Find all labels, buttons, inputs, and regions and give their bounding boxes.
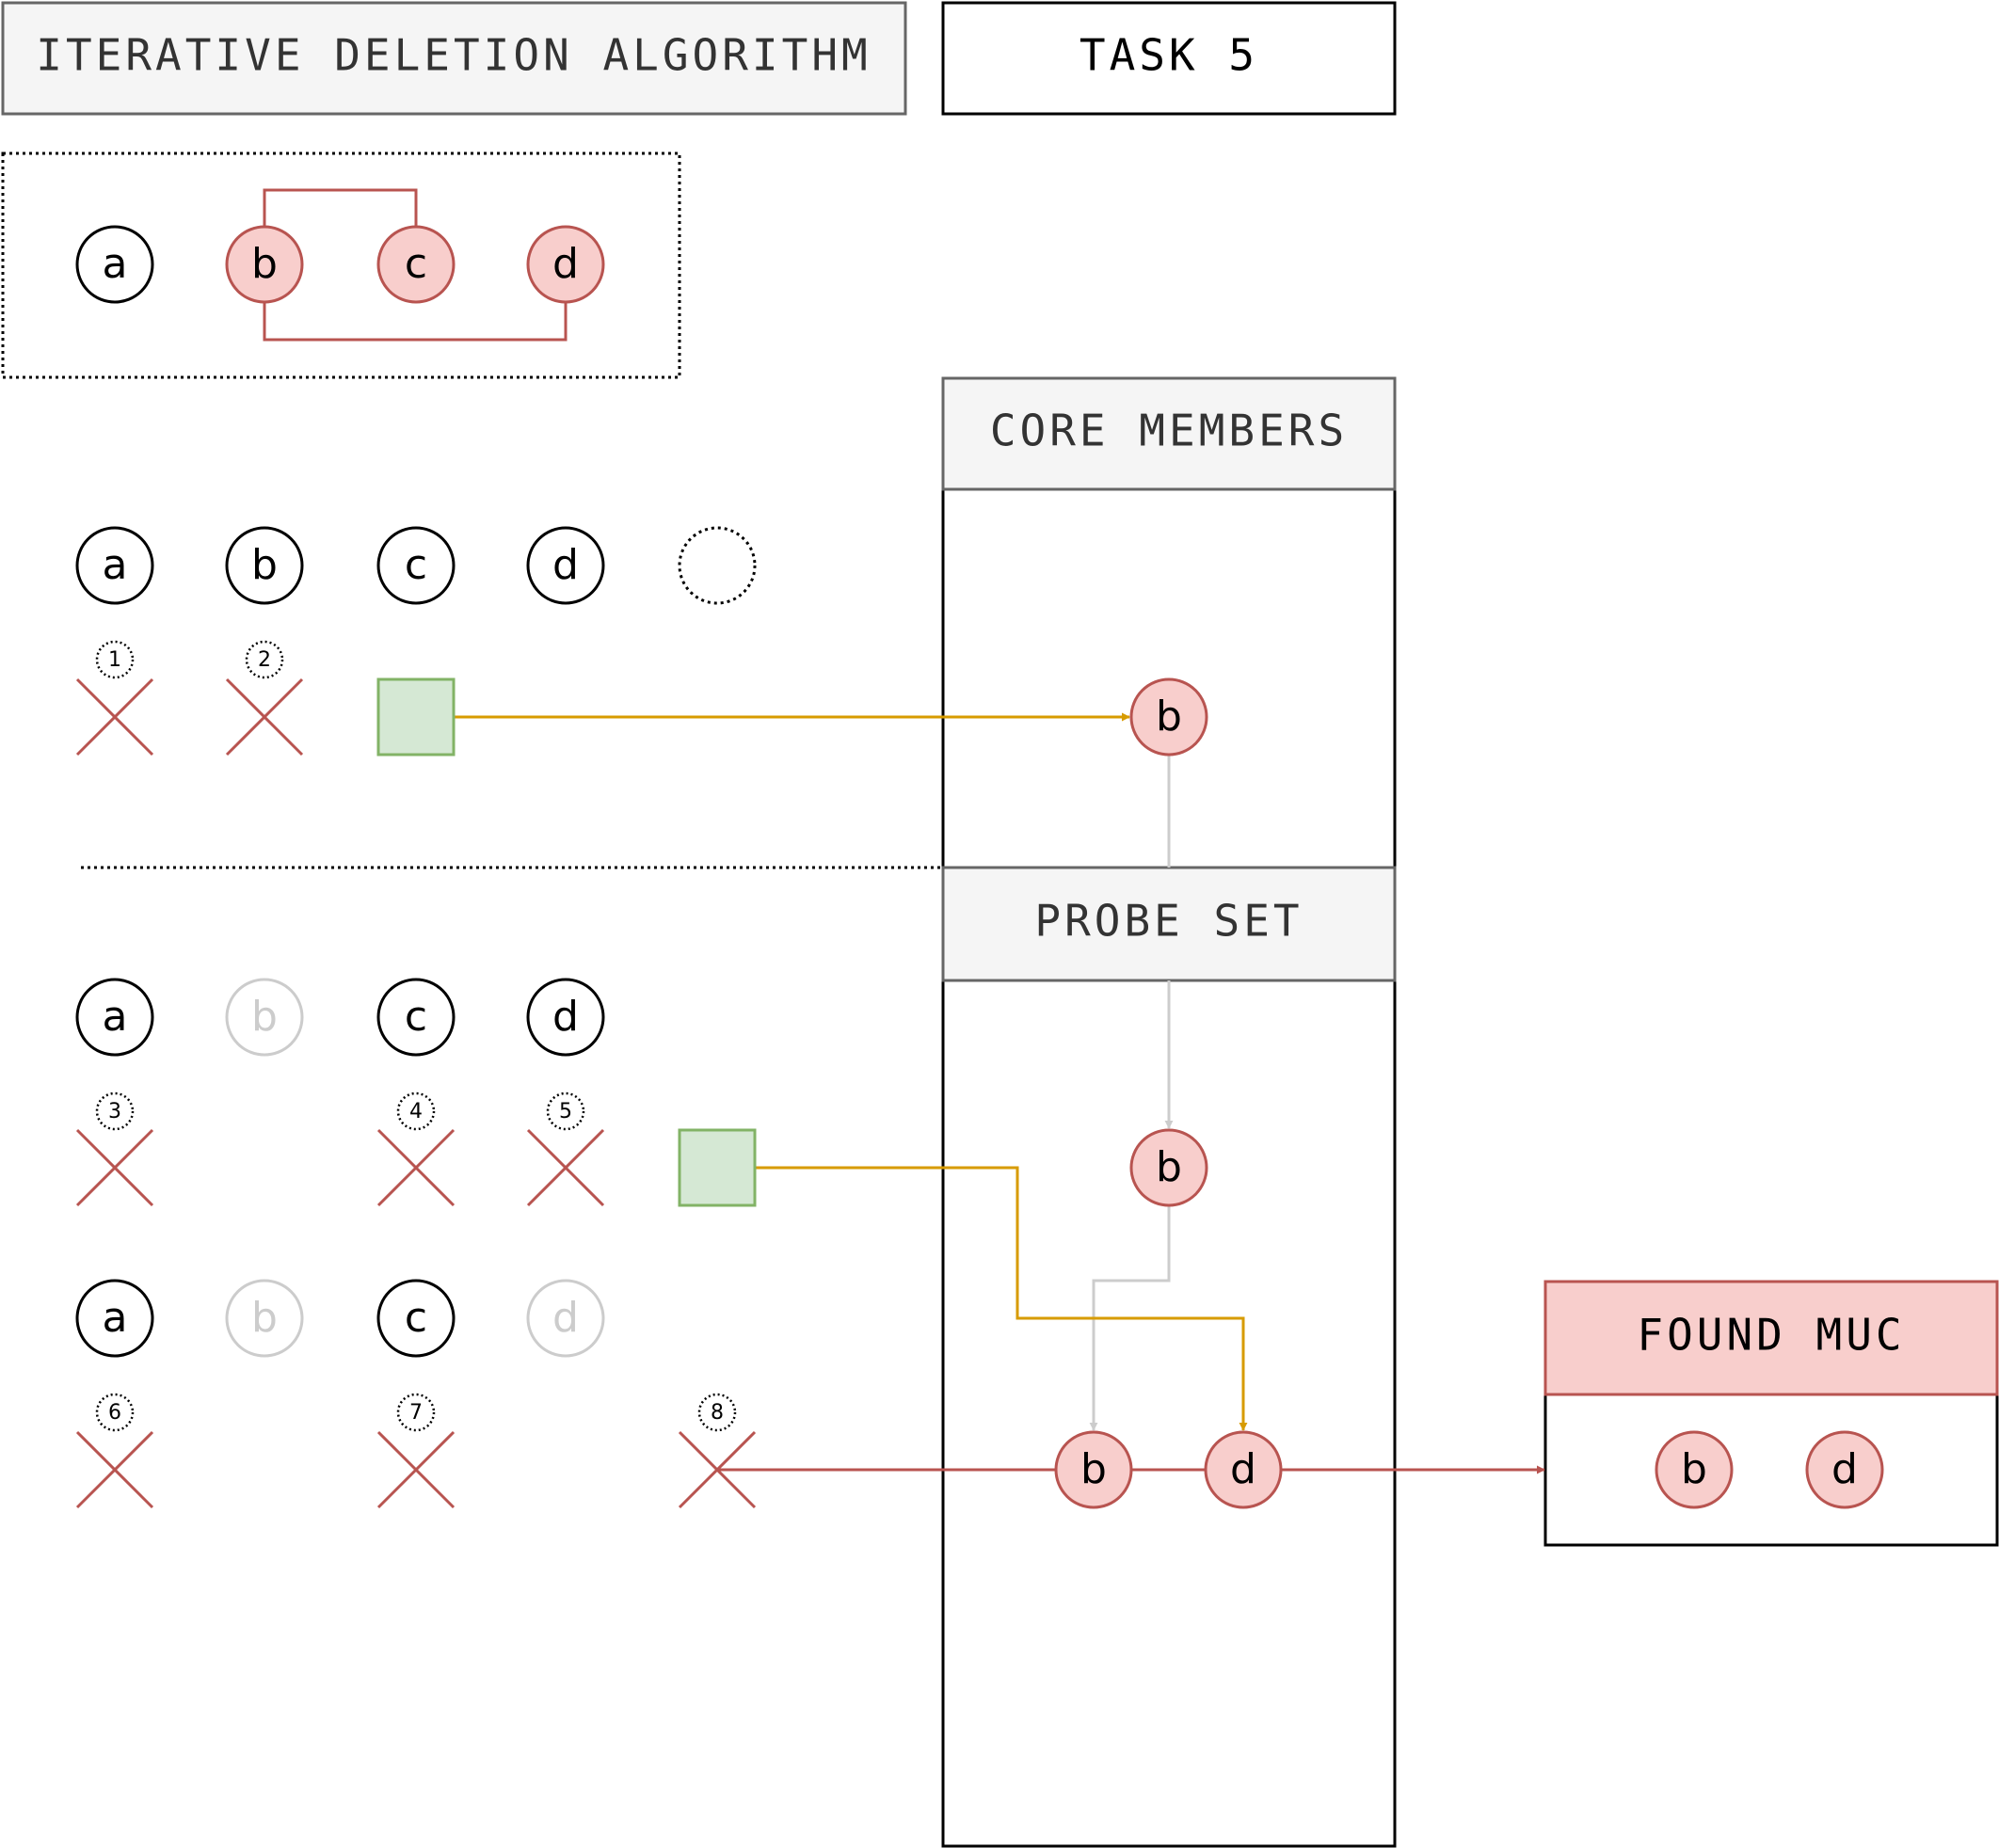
init-node-a: a [75,225,154,304]
muc-node-d: d [1805,1430,1884,1509]
svg-text:6: 6 [108,1401,121,1425]
svg-text:b: b [251,993,278,1041]
round2: a b c d 3 4 5 [75,978,1208,1207]
svg-text:a: a [103,240,128,288]
probe-node-b: b [1129,1128,1208,1207]
task-box: TASK 5 [941,1,1397,116]
svg-text:b: b [1156,1143,1182,1191]
r3-node-a: a [75,1279,154,1358]
title-box: ITERATIVE DELETION ALGORITHM [1,1,907,116]
round3: a b c d 6 7 8 [75,1279,1283,1509]
unsat-cross-4 [376,1128,456,1207]
r1-placeholder-node [678,526,757,605]
step-3: 3 [95,1091,135,1131]
sat-square-r1 [376,677,456,757]
muc-node-b: b [1655,1430,1734,1509]
step-1: 1 [95,640,135,679]
svg-text:b: b [251,1294,278,1342]
step-8: 8 [697,1393,737,1432]
svg-text:d: d [1831,1445,1858,1493]
unsat-cross-1 [75,677,154,757]
task-label: TASK 5 [1079,30,1258,81]
r1-node-a: a [75,526,154,605]
r1-node-b: b [225,526,304,605]
svg-text:7: 7 [409,1401,423,1425]
r1-node-c: c [376,526,456,605]
svg-text:c: c [405,1294,427,1342]
svg-text:3: 3 [108,1100,121,1123]
init-node-b: b [225,225,304,304]
r3-node-d-faded: d [526,1279,605,1358]
svg-text:1: 1 [108,648,121,672]
svg-text:b: b [1080,1445,1107,1493]
found-muc-label: FOUND MUC [1637,1310,1905,1361]
step-7: 7 [396,1393,436,1432]
svg-text:a: a [103,541,128,589]
svg-text:d: d [1230,1445,1256,1493]
r2-node-c: c [376,978,456,1057]
found-muc-box: FOUND MUC b d [1543,1280,1999,1547]
r2-node-a: a [75,978,154,1057]
svg-text:d: d [552,541,579,589]
svg-text:b: b [1156,693,1182,741]
round1: a b c d 1 2 b [75,526,1208,757]
init-node-c: c [376,225,456,304]
svg-text:d: d [552,993,579,1041]
core-members-label: CORE MEMBERS [990,406,1348,456]
unsat-cross-2 [225,677,304,757]
r3-node-c: c [376,1279,456,1358]
svg-text:d: d [552,1294,579,1342]
probe-set-label: PROBE SET [1034,896,1303,947]
conflict-edge-b-d [263,302,568,342]
svg-text:2: 2 [258,648,271,672]
probe-b-to-b-arrow [1089,1205,1171,1431]
svg-text:8: 8 [711,1401,724,1425]
probe-node-d-final: d [1204,1430,1283,1509]
unsat-cross-6 [75,1430,154,1509]
svg-text:b: b [251,240,278,288]
step-4: 4 [396,1091,436,1131]
step-5: 5 [546,1091,585,1131]
unsat-cross-5 [526,1128,605,1207]
r2-node-d: d [526,978,605,1057]
diagram-title: ITERATIVE DELETION ALGORITHM [36,30,871,81]
r2-node-b-faded: b [225,978,304,1057]
sat-to-probe-d-arrow [755,1166,1248,1431]
initial-graph: a b c d [1,151,681,379]
sat-square-r2 [678,1128,757,1207]
probe-set-header [941,866,1397,982]
unsat-cross-7 [376,1430,456,1509]
svg-text:b: b [1681,1445,1707,1493]
init-node-d: d [526,225,605,304]
probe-node-b-final: b [1054,1430,1133,1509]
svg-text:c: c [405,541,427,589]
svg-text:5: 5 [559,1100,572,1123]
svg-text:a: a [103,1294,128,1342]
core-members-header [941,376,1397,491]
svg-text:d: d [552,240,579,288]
svg-text:c: c [405,240,427,288]
step-6: 6 [95,1393,135,1432]
svg-text:a: a [103,993,128,1041]
svg-text:4: 4 [409,1100,423,1123]
svg-text:c: c [405,993,427,1041]
core-node-b: b [1129,677,1208,757]
step-2: 2 [245,640,284,679]
svg-text:b: b [251,541,278,589]
r1-node-d: d [526,526,605,605]
unsat-cross-3 [75,1128,154,1207]
conflict-edge-b-c [263,188,418,227]
unsat-cross-8 [678,1430,757,1509]
r3-node-b-faded: b [225,1279,304,1358]
